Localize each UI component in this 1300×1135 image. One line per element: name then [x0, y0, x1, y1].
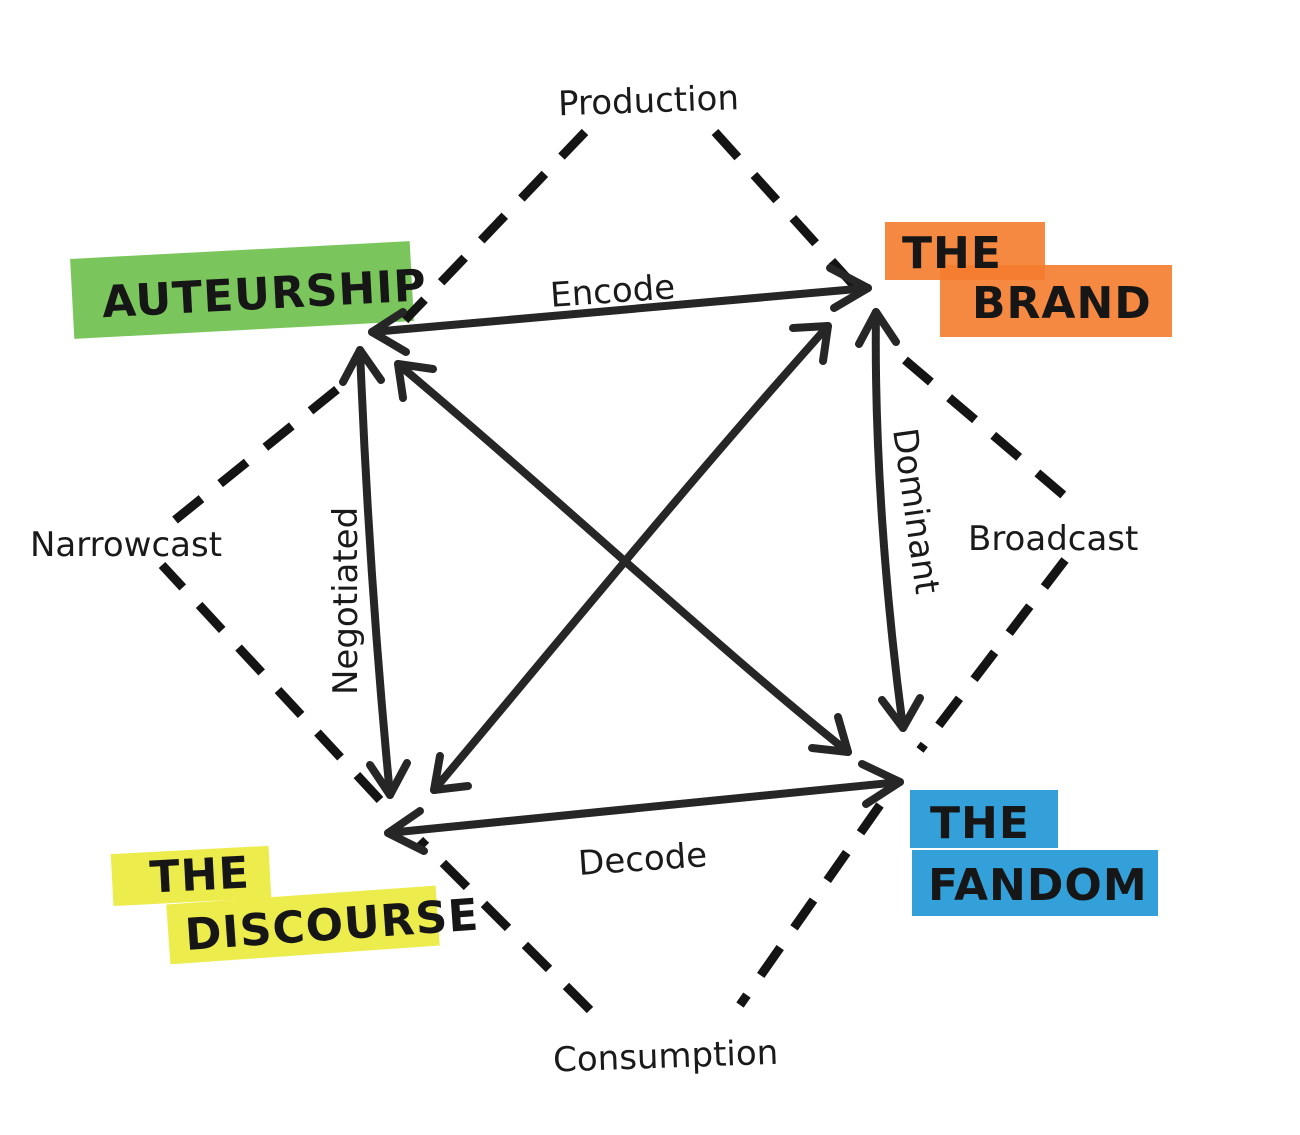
fandom-label-line1: THE	[930, 798, 1030, 849]
decode-label: Decode	[577, 835, 709, 884]
solid-arrows	[339, 264, 924, 855]
arrow-negotiated	[339, 346, 411, 799]
discourse-label-line1: THE	[148, 847, 250, 903]
arrow-diagonal-auteurship-fandom	[394, 360, 852, 756]
edge-labels: Encode Decode Negotiated Dominant	[326, 267, 947, 884]
negotiated-label: Negotiated	[326, 507, 366, 695]
brand-label-line1: THE	[902, 228, 1002, 279]
dashed-edge-fandom-consumption	[736, 802, 884, 1008]
dashed-edge-production-brand	[711, 128, 862, 294]
dashed-edge-broadcast-fandom	[916, 557, 1069, 753]
broadcast-label: Broadcast	[968, 519, 1138, 559]
arrow-diagonal-discourse-brand	[430, 322, 832, 794]
narrowcast-label: Narrowcast	[30, 525, 222, 565]
encode-label: Encode	[549, 267, 677, 316]
dominant-label: Dominant	[884, 426, 947, 597]
highlights	[70, 222, 1172, 965]
outer-labels: Production Broadcast Consumption Narrowc…	[30, 78, 1138, 1080]
auteurship-highlight	[70, 241, 414, 339]
arrow-dominant	[855, 308, 924, 732]
fandom-highlight-bottom	[912, 850, 1158, 916]
arrow-encode	[368, 264, 872, 356]
production-label: Production	[557, 78, 739, 124]
fandom-highlight-top	[910, 790, 1058, 848]
brand-highlight-bottom	[940, 265, 1172, 337]
discourse-highlight-top	[110, 845, 272, 907]
dashed-edge-consumption-discourse	[416, 836, 594, 1014]
consumption-label: Consumption	[552, 1033, 778, 1081]
brand-label-line2: BRAND	[972, 278, 1152, 329]
dashed-edge-narrowcast-auteurship	[172, 371, 358, 524]
dashed-edges	[158, 128, 1078, 1014]
arrow-decode	[384, 760, 904, 855]
dashed-edge-brand-broadcast	[902, 356, 1078, 509]
dashed-edge-production-auteurship	[401, 128, 589, 324]
fandom-label-line2: FANDOM	[928, 860, 1148, 911]
discourse-highlight-bottom	[166, 885, 440, 965]
